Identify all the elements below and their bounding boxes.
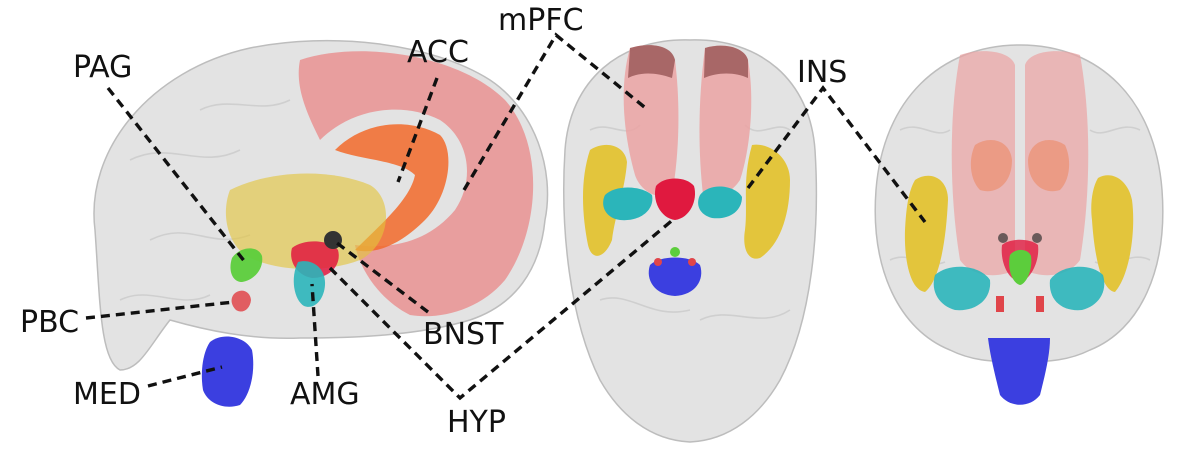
coronal-brain-view <box>874 44 1164 405</box>
label-med: MED <box>73 377 141 412</box>
ins-leader <box>746 85 927 224</box>
insula-region-axial-right <box>744 144 790 259</box>
pag-region-coronal <box>1009 249 1032 285</box>
bnst-leader <box>331 238 430 314</box>
axial-brain-outline <box>563 39 818 443</box>
hyp-leader <box>328 216 677 401</box>
label-ins: INS <box>797 55 847 90</box>
amygdala-region-sagittal <box>293 261 326 307</box>
pag-region <box>230 248 263 282</box>
region-labels: PAG ACC mPFC INS PBC BNST MED AMG HYP <box>20 3 847 440</box>
insula-region-coronal-right <box>1091 175 1134 292</box>
pbc-region <box>231 290 251 312</box>
pag-region-axial <box>670 247 680 257</box>
insula-region-sagittal <box>225 173 387 270</box>
med-leader <box>147 365 223 388</box>
amygdala-region-axial-right <box>698 186 742 219</box>
medulla-region-sagittal <box>201 336 254 407</box>
mpfc-region-coronal <box>951 51 1089 276</box>
medulla-region-coronal <box>988 338 1050 405</box>
pbc-region-axial-left <box>654 258 662 266</box>
mpfc-leader <box>462 32 650 191</box>
pag-leader <box>106 86 247 264</box>
pbc-region-coronal <box>996 296 1044 312</box>
label-pbc: PBC <box>20 305 79 340</box>
label-mpfc: mPFC <box>498 3 584 38</box>
pbc-region-axial-right <box>688 258 696 266</box>
amygdala-region-axial-left <box>603 187 653 221</box>
hypothalamus-region-axial <box>654 178 696 220</box>
bnst-region-coronal-left <box>998 233 1008 243</box>
acc-core-region <box>335 124 449 252</box>
label-amg: AMG <box>290 377 360 412</box>
amygdala-region-coronal-left <box>933 266 991 311</box>
axial-brain-view <box>563 39 818 443</box>
bnst-region-coronal-right <box>1032 233 1042 243</box>
medulla-region-axial <box>648 257 702 296</box>
sagittal-brain-view <box>93 39 549 407</box>
mpfc-region-left <box>623 45 679 197</box>
amygdala-region-coronal-right <box>1049 266 1105 311</box>
label-pag: PAG <box>73 50 132 85</box>
insula-region-coronal-left <box>904 175 948 292</box>
pbc-leader <box>85 300 235 320</box>
label-acc: ACC <box>407 35 469 70</box>
mpfc-dark-top <box>628 45 748 78</box>
mpfc-region-right <box>699 45 752 197</box>
acc-leader <box>396 77 439 183</box>
label-bnst: BNST <box>423 317 504 352</box>
acc-core-region-coronal <box>970 140 1070 192</box>
leader-lines <box>85 32 927 401</box>
label-hyp: HYP <box>447 405 506 440</box>
amg-leader <box>310 283 320 377</box>
